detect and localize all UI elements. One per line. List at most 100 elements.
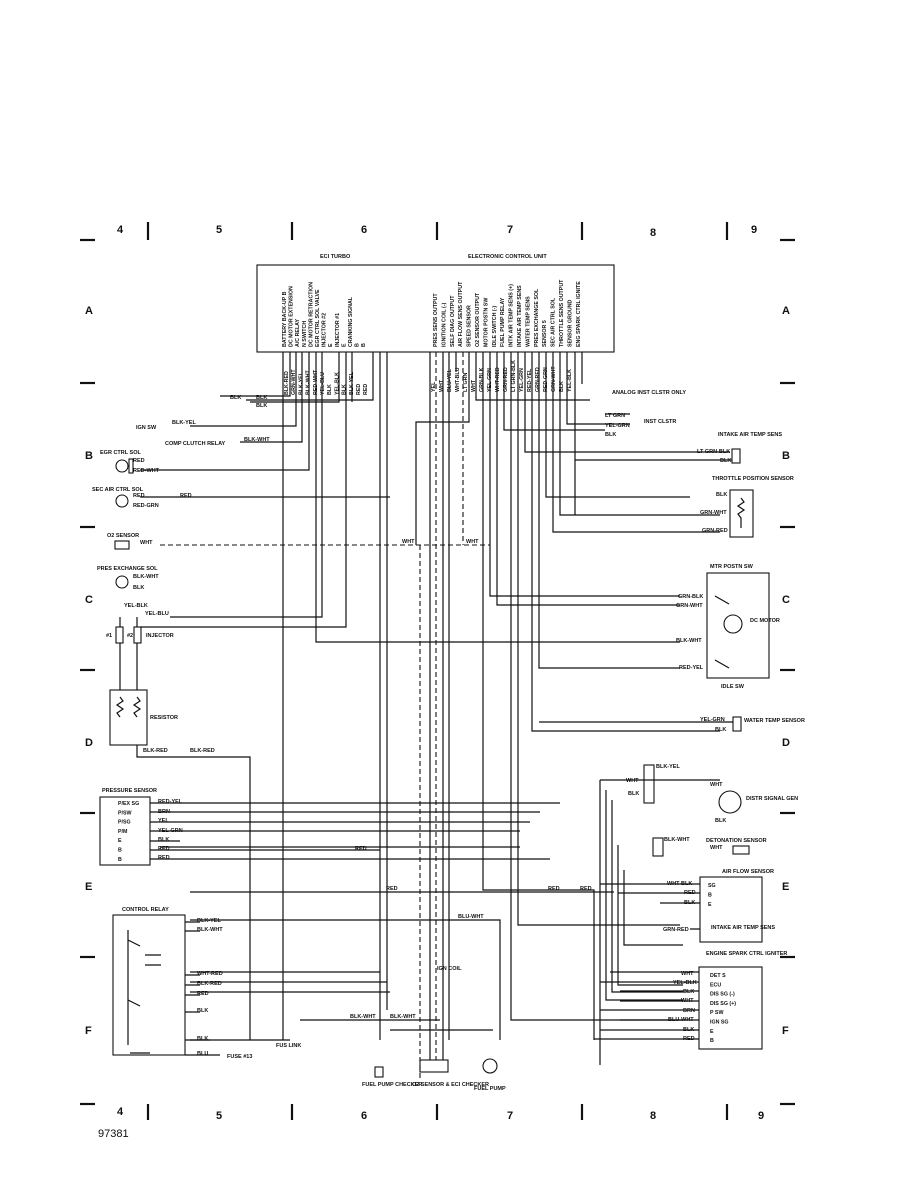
pressure-sensor-pin: B — [118, 848, 122, 854]
wire-blk-red-res: BLK-RED — [143, 748, 168, 754]
ecu-right-wire-label: YEL-GRN — [519, 368, 525, 392]
control-relay-block: CONTROL RELAY BLK-YEL BLK-WHT WHT-RED BL… — [112, 907, 252, 1060]
ecu-right-pin: SENSOR GROUND — [567, 299, 573, 347]
wire-blk-top1: BLK — [230, 395, 241, 401]
ecu-right-wire-label: WHT — [439, 379, 445, 392]
ecu-left-title: ECI TURBO — [320, 254, 351, 260]
ecu-right-pin: SPEED SENSOR — [467, 305, 473, 347]
wire-red-ps2: RED — [158, 855, 170, 861]
wire-blu-relay: BLU — [197, 1051, 208, 1057]
wire-red-grn-secair: RED-GRN — [133, 503, 159, 509]
wire-blk-wht-pres: BLK-WHT — [133, 574, 159, 580]
wire-red-secair2: RED — [180, 493, 192, 499]
ecu-right-wire-label: BLK — [559, 381, 565, 392]
wire-wht-ign: WHT — [681, 971, 694, 977]
wire-yel-grn-inst: YEL-GRN — [605, 423, 630, 429]
wire-yel-blk-inj: YEL-BLK — [124, 603, 148, 609]
fuel-pump-symbol — [482, 1058, 498, 1074]
wire-wht-distr2: WHT — [710, 782, 723, 788]
grid-col-6-top: 6 — [361, 224, 367, 236]
wire-blk-iat: BLK — [720, 458, 731, 464]
ecu-right-pin: PRES EXCHANGE SOL — [534, 288, 540, 347]
ecu-right-wire-label: YEL — [431, 381, 437, 392]
wire-blk-wht-bottom2: BLK-WHT — [390, 1014, 416, 1020]
distr-signal-gen-symbol — [718, 790, 742, 814]
resistor-label: RESISTOR — [150, 715, 178, 721]
wire-red-egr: RED — [133, 458, 145, 464]
intake-air-temp-sens2-label: INTAKE AIR TEMP SENS — [711, 925, 775, 931]
grid-col-5-bottom: 5 — [216, 1110, 222, 1122]
pressure-sensor-pin: B — [118, 857, 122, 863]
grid-row-a-right: A — [782, 305, 790, 317]
wire-blk-yel-distr: BLK-YEL — [656, 764, 680, 770]
wire-wht-o2-mid: WHT — [402, 539, 415, 545]
o2-sensor-label: O2 SENSOR — [107, 533, 139, 539]
ign-coil-label: IGN COIL — [437, 966, 462, 972]
wire-blk-yel-relay: BLK-YEL — [197, 918, 221, 924]
igniter-pin: E — [710, 1029, 714, 1035]
ecu-right-pin: INTK AIR TEMP SENS (+) — [509, 284, 515, 347]
analog-inst-label: ANALOG INST CLSTR ONLY — [612, 390, 686, 396]
wire-red-relay: RED — [197, 991, 209, 997]
grid-col-7-top: 7 — [507, 224, 513, 236]
wire-blk-yel-ignsw: BLK-YEL — [172, 420, 196, 426]
grid-row-e-right: E — [782, 881, 789, 893]
water-temp-sensor-symbol — [732, 716, 742, 732]
wire-yel-grn-wts: YEL-GRN — [700, 717, 725, 723]
wire-blu-wht: BLU-WHT — [458, 914, 484, 920]
pressure-sensor-pin: E — [118, 838, 122, 844]
ecu-right-wire-label: YEL-BLK — [567, 369, 573, 392]
ecu-left-pin: INJECTOR #2 — [322, 313, 328, 347]
grid-col-4-top: 4 — [117, 224, 124, 236]
wire-blk-distr: BLK — [628, 791, 639, 797]
wire-blk-pres: BLK — [133, 585, 144, 591]
ecu-left-pin: A/C RELAY — [295, 318, 301, 347]
ecu-left-wire-label: BLK-RED — [284, 371, 290, 395]
figure-id: 97381 — [98, 1128, 129, 1140]
ecu-right-title: ELECTRONIC CONTROL UNIT — [468, 254, 547, 260]
wire-blk-relay: BLK — [197, 1008, 208, 1014]
ecu-right-wire-label: GRN-RED — [503, 367, 509, 392]
wire-blk-top2: BLK — [256, 395, 267, 401]
ecu-right-wire-label: LT GRN — [463, 373, 469, 392]
igniter-pin: ECU — [710, 982, 721, 988]
dc-motor-symbol — [723, 614, 743, 634]
throttle-position-sensor-label: THROTTLE POSITION SENSOR — [712, 476, 794, 482]
wire-red-yel-ps: RED-YEL — [158, 799, 183, 805]
ecu-left-pin: INJECTOR #1 — [335, 313, 341, 347]
wire-yel-ps: YEL — [158, 818, 169, 824]
igniter-pin: DIS SG (+) — [710, 1001, 736, 1007]
injector-1-symbol — [115, 626, 124, 644]
ecu-left-wire-label: RED — [363, 384, 369, 395]
wire-lt-grn-inst: LT GRN — [605, 413, 625, 419]
wire-blk-wht-mtr: BLK-WHT — [676, 638, 702, 644]
grid-col-8-bottom: 8 — [650, 1110, 656, 1122]
wire-wht-det: WHT — [710, 845, 723, 851]
pressure-sensor-pin: P/SW — [118, 810, 132, 816]
grid-col-9-top: 9 — [751, 224, 757, 236]
wire-blk-inst: BLK — [605, 432, 616, 438]
fuel-pump-label: FUEL PUMP — [474, 1086, 506, 1092]
control-relay-label: CONTROL RELAY — [122, 907, 169, 913]
grid-row-f-right: F — [782, 1025, 789, 1037]
ecu-right-wire-label: WHT-RED — [495, 367, 501, 392]
ecu-left-pin: B — [361, 343, 367, 347]
wire-wht-red-relay: WHT-RED — [197, 971, 223, 977]
ecu-right-pin: IGNITION COIL (-) — [441, 302, 447, 347]
wire-grn-wht-tps: GRN-WHT — [700, 510, 727, 516]
distr-signal-gen-label: DISTR SIGNAL GEN — [746, 796, 798, 802]
grid-row-e-left: E — [85, 881, 92, 893]
wire-red-mid: RED — [386, 886, 398, 892]
sec-air-sol-symbol — [115, 494, 129, 508]
wire-blk-tps: BLK — [716, 492, 727, 498]
ecu-left-pin: EGR CTRL SOL VALVE — [315, 289, 321, 347]
wires — [140, 352, 730, 1080]
wire-blk-wht-relay: BLK-WHT — [197, 927, 223, 933]
grid-col-7-bottom: 7 — [507, 1110, 513, 1122]
grid-left: A B C D E F — [80, 305, 95, 1037]
grid-col-6-bottom: 6 — [361, 1110, 367, 1122]
